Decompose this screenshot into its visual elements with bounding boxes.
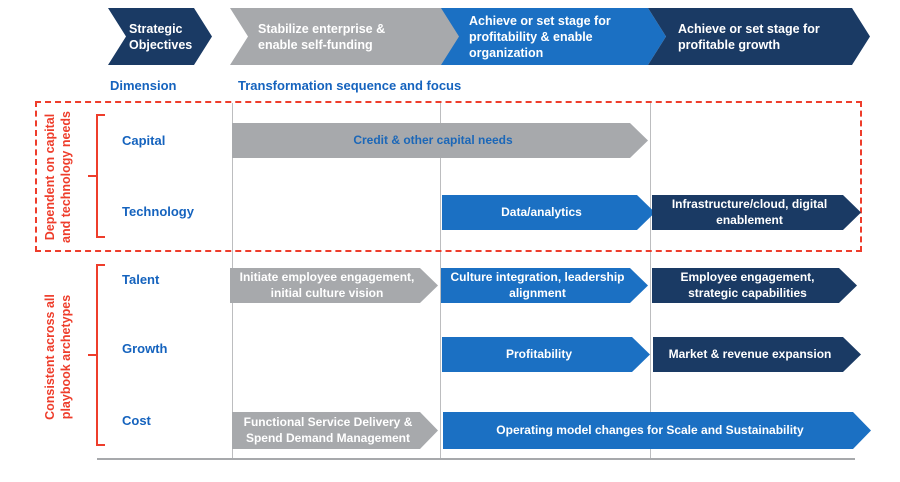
dimension-column-label: Dimension: [110, 78, 177, 93]
bottom-border-line: [97, 458, 855, 460]
growth-arrow-profitability: Profitability: [442, 337, 650, 372]
dimension-label-technology: Technology: [122, 204, 194, 219]
capital-technology-dashed-outline: [35, 101, 862, 252]
column-divider-2: [440, 103, 441, 459]
dimension-label-cost: Cost: [122, 413, 151, 428]
dimension-label-growth: Growth: [122, 341, 168, 356]
strategic-objectives-chevron: Strategic Objectives: [108, 8, 212, 65]
cost-arrow-operating-model: Operating model changes for Scale and Su…: [443, 412, 871, 449]
technology-arrow-data-analytics: Data/analytics: [442, 195, 655, 230]
transformation-sequence-label: Transformation sequence and focus: [238, 78, 462, 93]
growth-arrow-market-expansion: Market & revenue expansion: [653, 337, 861, 372]
talent-arrow-initiate-engagement: Initiate employee engagement, initial cu…: [230, 268, 438, 303]
dimension-label-talent: Talent: [122, 272, 160, 287]
bracket-playbook-archetypes: [96, 264, 105, 446]
capital-arrow-credit-needs: Credit & other capital needs: [232, 123, 648, 158]
stage-chevron-growth: Achieve or set stage for profitable grow…: [648, 8, 870, 65]
cost-arrow-functional-service: Functional Service Delivery & Spend Dema…: [232, 412, 438, 449]
talent-arrow-employee-engagement: Employee engagement, strategic capabilit…: [652, 268, 857, 303]
side-group-label-playbook-archetypes: Consistent across all playbook archetype…: [42, 294, 73, 420]
dimension-label-capital: Capital: [122, 133, 166, 148]
column-divider-3: [650, 103, 651, 459]
stage-chevron-profitability: Achieve or set stage for profitability &…: [441, 8, 666, 65]
talent-arrow-culture-integration: Culture integration, leadership alignmen…: [441, 268, 648, 303]
bracket-nub-capital-technology: [88, 175, 97, 177]
stage-chevron-stabilize: Stabilize enterprise & enable self-fundi…: [230, 8, 461, 65]
bracket-nub-playbook-archetypes: [88, 354, 97, 356]
side-group-label-capital-technology: Dependent on capital and technology need…: [42, 111, 73, 243]
technology-arrow-infrastructure-cloud: Infrastructure/cloud, digital enablement: [652, 195, 861, 230]
bracket-capital-technology: [96, 114, 105, 238]
